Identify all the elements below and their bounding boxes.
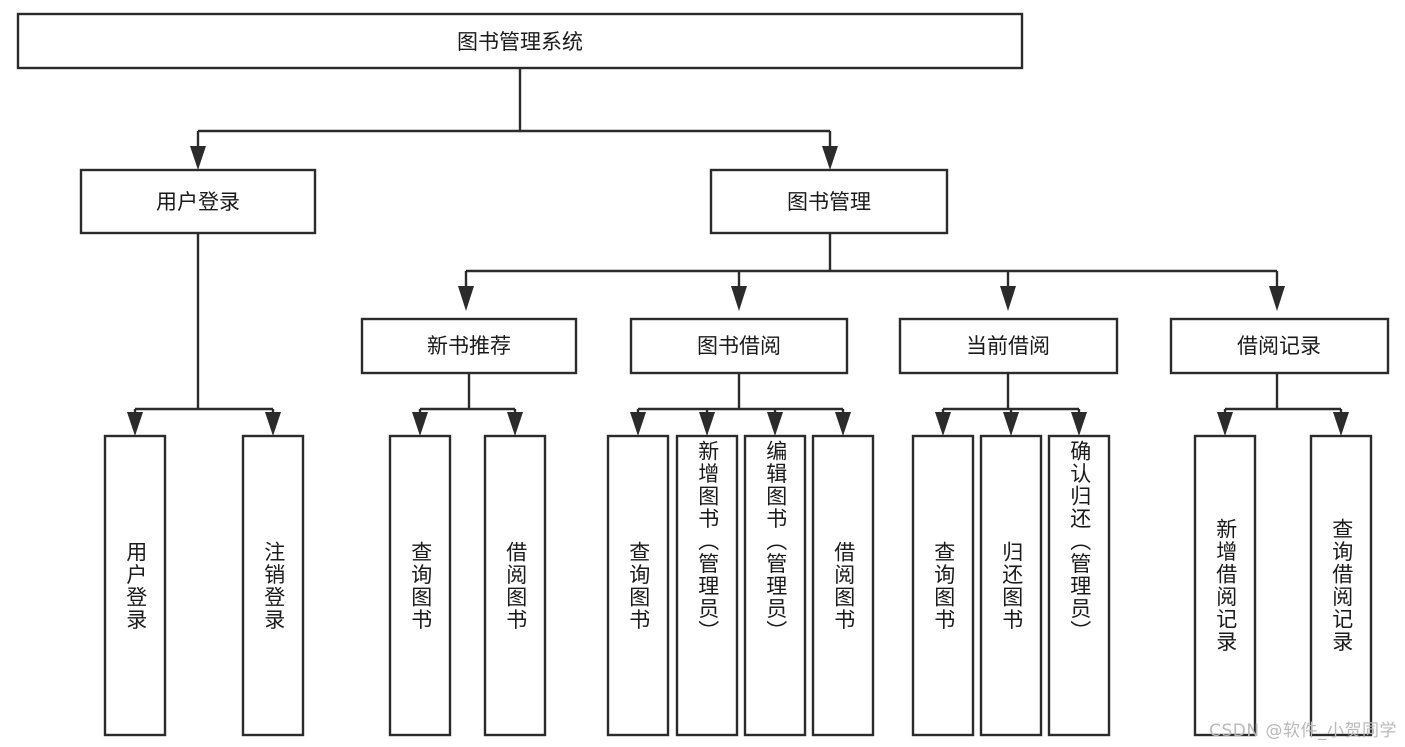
node-box-rect[interactable] xyxy=(1169,317,1390,375)
leaf-label: 查询图书 xyxy=(626,540,651,631)
arrow-head-icon xyxy=(507,412,523,436)
leaf-box-query-borrow-record[interactable] xyxy=(1309,434,1373,737)
leaf-label-wrap-user-login: 用户登录 xyxy=(105,436,165,735)
node-box-rect[interactable] xyxy=(898,317,1119,375)
leaf-box-logout-login[interactable] xyxy=(241,434,305,737)
connectors-borrow-to-leaves xyxy=(630,373,851,436)
arrow-head-icon xyxy=(1000,286,1016,311)
leaf-label-wrap-edit-book-admin: 编辑图书（管理员） xyxy=(745,440,805,739)
node-box-rect[interactable] xyxy=(360,317,578,375)
arrow-head-icon xyxy=(458,286,474,311)
leaf-box-query-book-borrow[interactable] xyxy=(606,434,670,737)
node-label: 图书管理 xyxy=(787,190,871,214)
watermark-text: CSDN @软件_小贺同学 xyxy=(1209,721,1397,741)
connectors-record-to-leaves xyxy=(1217,373,1349,436)
node-book-management[interactable]: 图书管理 xyxy=(709,168,949,235)
arrow-head-icon xyxy=(412,412,428,436)
leaf-label: 查询图书 xyxy=(931,540,956,631)
leaf-label: 借阅图书 xyxy=(831,540,856,631)
leaf-label-wrap-query-book-borrow: 查询图书 xyxy=(608,436,668,735)
connectors-user-login-to-leaves xyxy=(127,233,281,436)
arrow-head-icon xyxy=(1003,412,1019,436)
leaf-label-wrap-return-book: 归还图书 xyxy=(981,436,1041,735)
leaf-box-query-book-newbook[interactable] xyxy=(388,434,452,737)
leaf-label: 新增图书（管理员） xyxy=(695,440,720,643)
connectors-bookmgmt-to-level3 xyxy=(458,233,1285,311)
node-borrowing-record[interactable]: 借阅记录 xyxy=(1169,317,1390,375)
leaf-label: 归还图书 xyxy=(999,540,1024,631)
leaf-label: 查询借阅记录 xyxy=(1329,518,1354,653)
arrow-head-icon xyxy=(1217,412,1233,436)
node-label: 图书借阅 xyxy=(697,334,781,358)
leaf-box-borrow-book-newbook[interactable] xyxy=(483,434,547,737)
leaf-label-wrap-add-borrow-record: 新增借阅记录 xyxy=(1195,436,1255,735)
connectors-newbook-to-leaves xyxy=(412,373,523,436)
node-box-rect[interactable] xyxy=(79,168,317,235)
leaf-label-wrap-query-book-newbook: 查询图书 xyxy=(390,436,450,735)
leaf-label-wrap-borrow-book-newbook: 借阅图书 xyxy=(485,436,545,735)
node-book-borrowing[interactable]: 图书借阅 xyxy=(629,317,849,375)
arrow-head-icon xyxy=(767,412,783,436)
node-box-rect[interactable] xyxy=(16,12,1024,70)
leaf-box-query-book-current[interactable] xyxy=(911,434,975,737)
arrow-head-icon xyxy=(190,146,206,170)
leaf-label-wrap-logout-login: 注销登录 xyxy=(243,436,303,735)
leaf-label: 借阅图书 xyxy=(503,540,528,631)
leaf-box-edit-book-admin[interactable] xyxy=(743,434,807,737)
node-new-book-recommendation[interactable]: 新书推荐 xyxy=(360,317,578,375)
node-label: 当前借阅 xyxy=(966,334,1050,358)
leaf-label: 新增借阅记录 xyxy=(1213,518,1238,653)
leaf-box-add-borrow-record[interactable] xyxy=(1193,434,1257,737)
leaf-label-wrap-query-book-current: 查询图书 xyxy=(913,436,973,735)
arrow-head-icon xyxy=(731,286,747,311)
leaf-box-confirm-return-admin[interactable] xyxy=(1047,434,1111,737)
node-user-login[interactable]: 用户登录 xyxy=(79,168,317,235)
leaf-label-wrap-confirm-return-admin: 确认归还（管理员） xyxy=(1049,440,1109,739)
leaf-label: 注销登录 xyxy=(261,540,286,631)
node-label: 新书推荐 xyxy=(427,334,511,358)
leaf-label: 确认归还（管理员） xyxy=(1067,440,1092,643)
leaf-label-wrap-query-borrow-record: 查询借阅记录 xyxy=(1311,436,1371,735)
connectors-current-to-leaves xyxy=(935,373,1087,436)
leaf-box-borrow-book[interactable] xyxy=(811,434,875,737)
node-label: 图书管理系统 xyxy=(457,30,583,54)
arrow-head-icon xyxy=(630,412,646,436)
arrow-head-icon xyxy=(265,412,281,436)
arrow-head-icon xyxy=(935,412,951,436)
node-current-borrowing[interactable]: 当前借阅 xyxy=(898,317,1119,375)
node-box-rect[interactable] xyxy=(629,317,849,375)
leaf-label: 编辑图书（管理员） xyxy=(763,440,788,643)
leaf-box-return-book[interactable] xyxy=(979,434,1043,737)
node-box-rect[interactable] xyxy=(709,168,949,235)
arrow-head-icon xyxy=(1071,412,1087,436)
arrow-head-icon xyxy=(699,412,715,436)
node-root-book-management-system[interactable]: 图书管理系统 xyxy=(16,12,1024,70)
arrow-head-icon xyxy=(835,412,851,436)
arrow-head-icon xyxy=(1333,412,1349,436)
arrow-head-icon xyxy=(1269,286,1285,311)
node-label: 用户登录 xyxy=(156,190,240,214)
leaf-box-add-book-admin[interactable] xyxy=(675,434,739,737)
leaf-label-wrap-borrow-book: 借阅图书 xyxy=(813,436,873,735)
leaf-box-user-login[interactable] xyxy=(103,434,167,737)
leaf-label: 用户登录 xyxy=(123,540,148,631)
leaf-label-wrap-add-book-admin: 新增图书（管理员） xyxy=(677,440,737,739)
connectors-root-to-level2 xyxy=(190,68,838,170)
node-label: 借阅记录 xyxy=(1237,334,1321,358)
arrow-head-icon xyxy=(127,412,143,436)
leaf-label: 查询图书 xyxy=(408,540,433,631)
arrow-head-icon xyxy=(822,146,838,170)
